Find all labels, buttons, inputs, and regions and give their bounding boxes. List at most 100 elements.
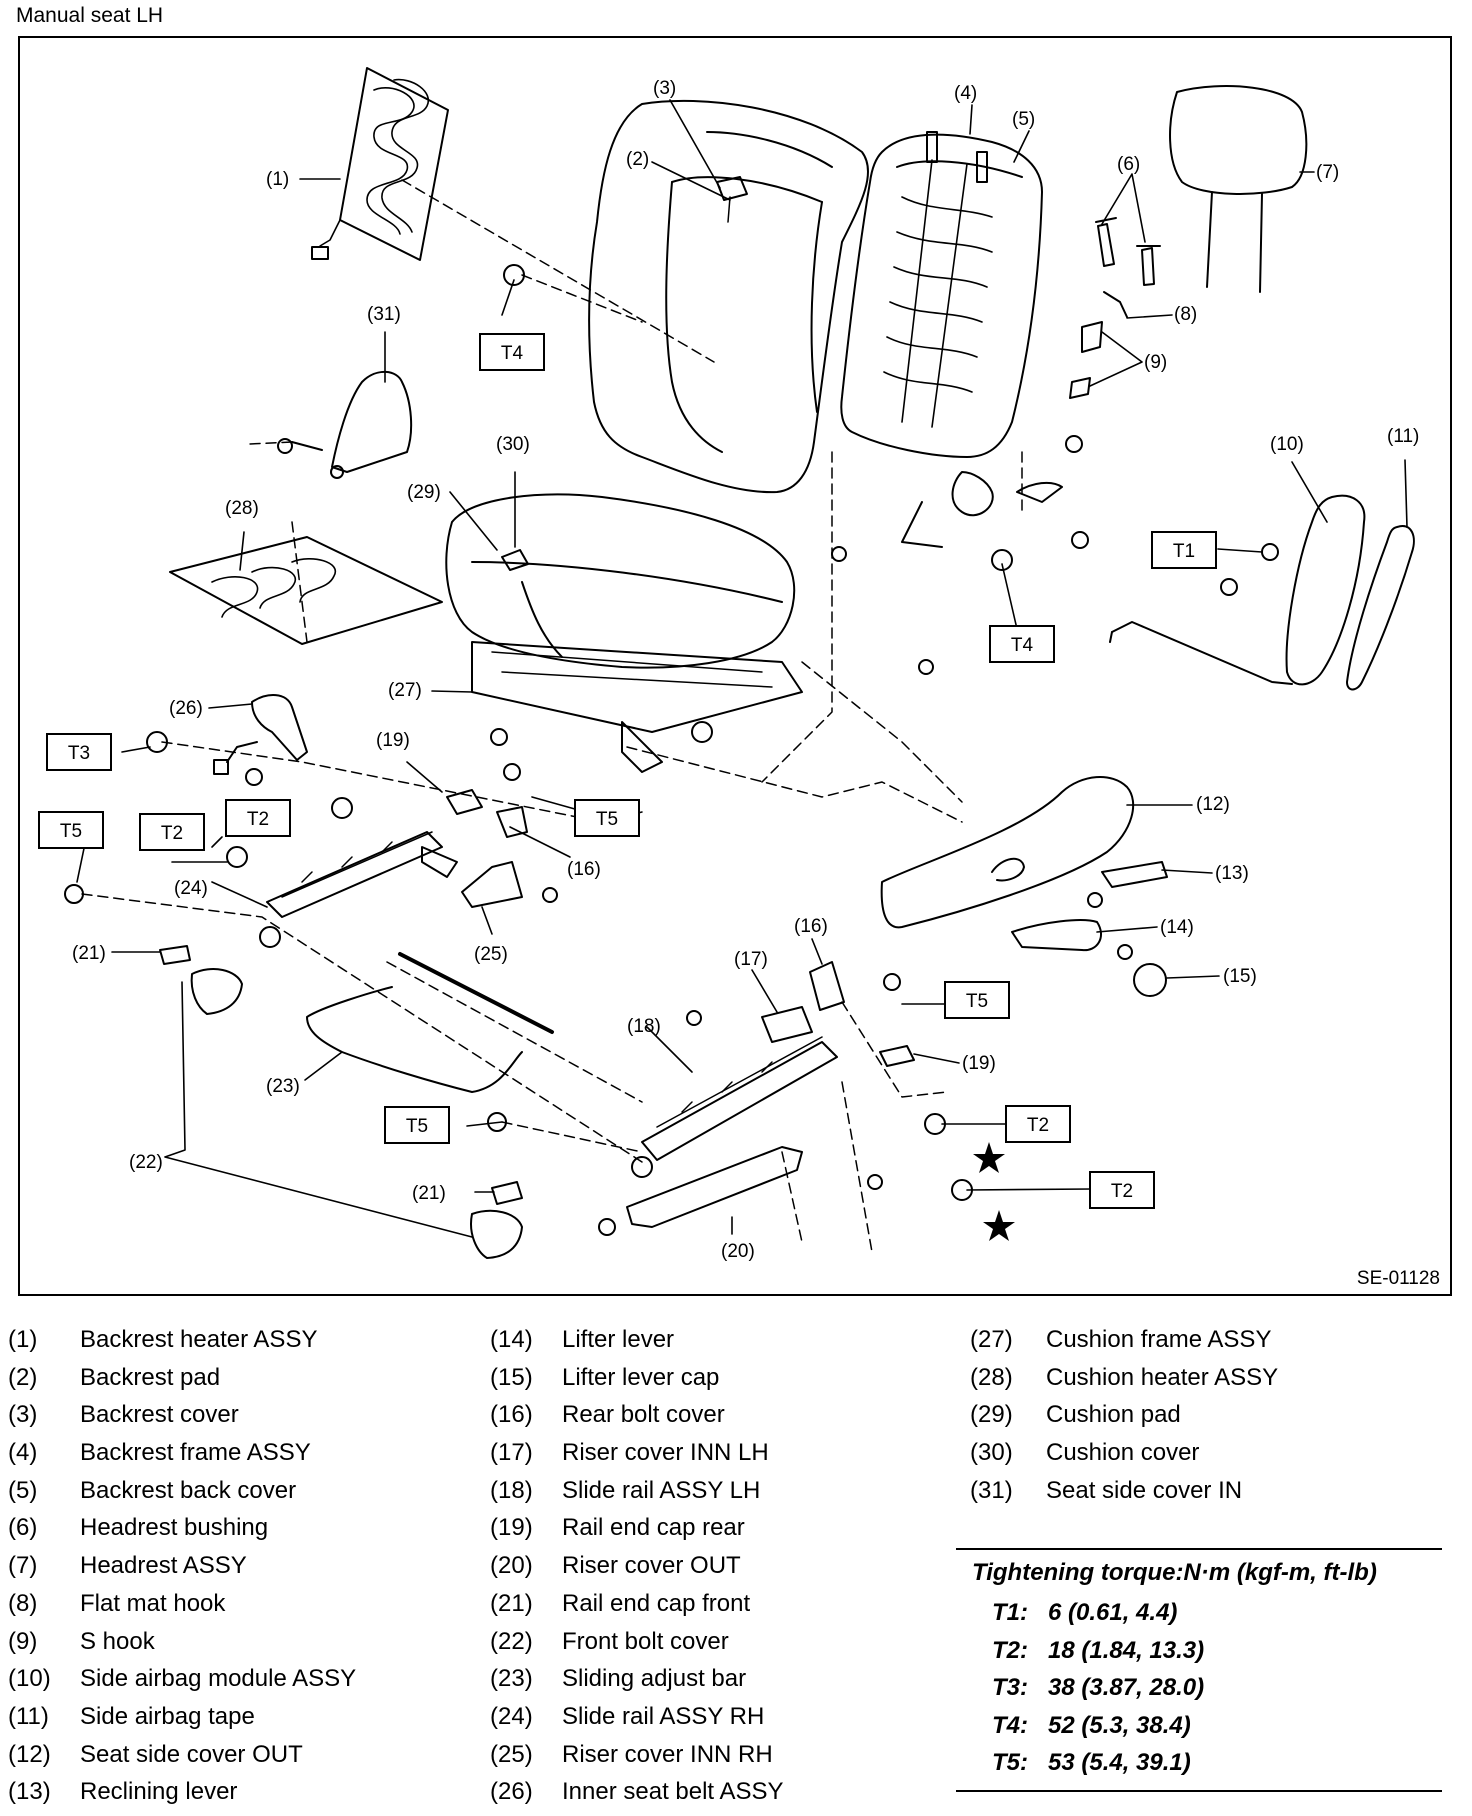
backrest-heater-part <box>311 67 449 261</box>
callout-22: (22) <box>129 1152 163 1173</box>
assembly-dashed-lines <box>81 179 1023 1253</box>
svg-text:T5: T5 <box>60 821 82 842</box>
legend-part-name: Rear bolt cover <box>562 1401 725 1429</box>
legend-number: (22) <box>490 1627 533 1655</box>
legend-part-name: Lifter lever <box>562 1326 675 1353</box>
headrest-part <box>1095 85 1308 318</box>
legend-number: (10) <box>8 1665 51 1693</box>
torque-box-t4-upper: T4 <box>479 333 545 371</box>
torque-box-t5-left: T5 <box>38 811 104 849</box>
legend-part-name: Front bolt cover <box>562 1627 729 1655</box>
legend-number: (23) <box>490 1665 533 1693</box>
legend-part-name: Riser cover INN LH <box>562 1439 769 1467</box>
callout-20: (20) <box>721 1241 755 1262</box>
torque-box-t5-right: T5 <box>944 981 1010 1019</box>
svg-text:T4: T4 <box>501 343 524 364</box>
exploded-seat-diagram: (1) (2) (3) (4) (5) (6) (7) (8) (9) (10)… <box>38 67 1419 1262</box>
callout-11: (11) <box>1387 426 1419 447</box>
lifter-lever-part <box>1011 919 1167 997</box>
legend-part-name: Backrest cover <box>80 1401 239 1429</box>
legend-part-name: Sliding adjust bar <box>562 1665 747 1693</box>
callout-6: (6) <box>1117 154 1140 175</box>
riser-cover-inn-rh-part <box>461 861 523 908</box>
torque-box-t2-right-lower: T2 <box>1089 1171 1155 1209</box>
callout-21a: (21) <box>72 943 106 964</box>
callout-27: (27) <box>388 680 422 701</box>
legend-part-name: Rail end cap front <box>562 1589 751 1617</box>
side-airbag-part <box>1109 494 1415 691</box>
legend-number: (9) <box>8 1627 38 1655</box>
callout-12: (12) <box>1196 794 1230 815</box>
torque-row: T5:53 (5.4, 39.1) <box>956 1744 1442 1782</box>
callout-2: (2) <box>626 149 649 170</box>
legend-number: (29) <box>970 1401 1013 1429</box>
svg-text:T5: T5 <box>966 991 988 1012</box>
legend-number: (5) <box>8 1476 38 1504</box>
legend-part-name: Cushion heater ASSY <box>1046 1363 1279 1391</box>
legend-number: (24) <box>490 1702 533 1730</box>
backrest-frame-part <box>840 131 1063 548</box>
callout-24: (24) <box>174 878 208 899</box>
callout-14: (14) <box>1160 917 1194 938</box>
callout-19b: (19) <box>962 1053 996 1074</box>
legend-part-name: Reclining lever <box>80 1778 238 1806</box>
torque-box-t2-right-upper: T2 <box>1005 1105 1071 1143</box>
rear-bolt-cover-part <box>496 806 528 838</box>
torque-key: T1: <box>992 1599 1028 1626</box>
torque-table-title: Tightening torque:N·m (kgf-m, ft-lb) <box>972 1559 1377 1586</box>
legend-part-name: Seat side cover OUT <box>80 1740 303 1768</box>
legend-number: (7) <box>8 1552 38 1580</box>
legend-part-name: Riser cover INN RH <box>562 1740 773 1768</box>
callout-5: (5) <box>1012 109 1035 130</box>
torque-box-t2-upper: T2 <box>225 799 291 837</box>
callout-31: (31) <box>367 304 401 325</box>
legend-number: (25) <box>490 1740 533 1768</box>
callout-28: (28) <box>225 498 259 519</box>
cushion-heater-part <box>169 536 443 645</box>
torque-value: 52 (5.3, 38.4) <box>1048 1711 1191 1739</box>
callout-30: (30) <box>496 434 530 455</box>
legend-part-name: Side airbag tape <box>80 1702 255 1730</box>
exploded-diagram-frame: (1) (2) (3) (4) (5) (6) (7) (8) (9) (10)… <box>18 36 1452 1296</box>
backrest-cover-part <box>588 99 870 494</box>
legend-number: (16) <box>490 1401 533 1429</box>
figure-code: SE-01128 <box>1356 1268 1440 1289</box>
slide-rail-lh-part <box>631 1036 838 1178</box>
callout-16b: (16) <box>794 916 828 937</box>
legend-number: (14) <box>490 1326 533 1353</box>
legend-number: (26) <box>490 1778 533 1806</box>
legend-part-name: Headrest bushing <box>80 1514 269 1542</box>
legend-number: (4) <box>8 1439 38 1467</box>
torque-row: T3:38 (3.87, 28.0) <box>956 1669 1442 1707</box>
page-title: Manual seat LH <box>16 4 164 27</box>
legend-part-name: Backrest pad <box>80 1363 221 1391</box>
legend-part-name: Flat mat hook <box>80 1589 226 1617</box>
riser-cover-out-part <box>598 1146 803 1236</box>
legend-number: (21) <box>490 1589 533 1617</box>
callout-4: (4) <box>954 83 977 104</box>
svg-text:T5: T5 <box>596 809 618 830</box>
legend-number: (18) <box>490 1476 533 1504</box>
seat-side-cover-out-part <box>880 775 1168 929</box>
svg-text:T2: T2 <box>161 823 183 844</box>
legend-number: (12) <box>8 1740 51 1768</box>
legend-part-name: Cushion pad <box>1046 1401 1181 1429</box>
cushion-frame-part <box>471 641 803 773</box>
tightening-torque-table: Tightening torque:N·m (kgf-m, ft-lb) T1:… <box>956 1548 1442 1792</box>
callout-21b: (21) <box>412 1183 446 1204</box>
torque-key: T3: <box>992 1674 1028 1702</box>
legend-part-name: Cushion cover <box>1046 1439 1200 1467</box>
callout-16a: (16) <box>567 859 601 880</box>
callout-19a: (19) <box>376 730 410 751</box>
rail-end-cap-front-part <box>159 945 523 1205</box>
legend-part-name: Lifter lever cap <box>562 1363 720 1391</box>
legend-number: (2) <box>8 1363 38 1391</box>
bolt-fasteners <box>64 264 1279 1201</box>
legend-part-name: Side airbag module ASSY <box>80 1665 357 1693</box>
torque-box-t3: T3 <box>46 733 112 771</box>
riser-cover-inn-lh-part <box>761 1006 813 1043</box>
legend-part-name: Rail end cap rear <box>562 1514 745 1542</box>
legend-number: (20) <box>490 1552 533 1580</box>
legend-part-name: Cushion frame ASSY <box>1046 1326 1272 1353</box>
svg-text:T2: T2 <box>1027 1115 1049 1136</box>
